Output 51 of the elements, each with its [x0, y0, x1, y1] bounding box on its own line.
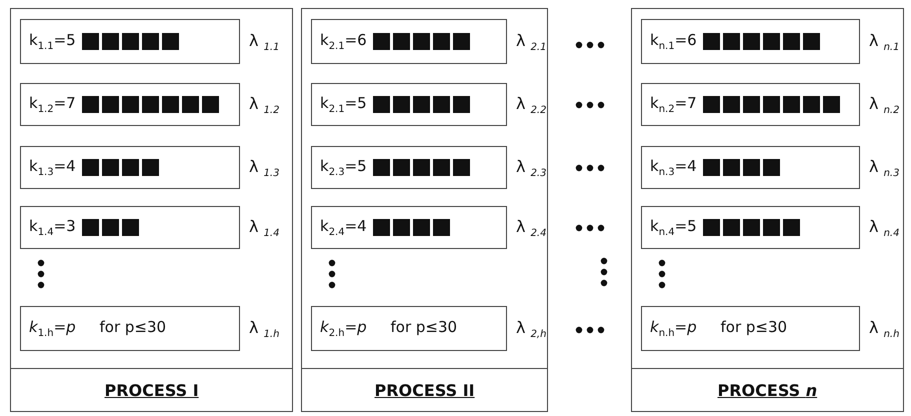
rate-label: λ $_{n.h}$ [869, 318, 900, 340]
step-label: k$_{2.4}$=4 [320, 217, 367, 238]
rate-label: λ $_{n.3}$ [869, 156, 900, 179]
process-step-box [641, 146, 860, 189]
step-label: k$_{2.1}$=5 [320, 94, 367, 115]
step-label: k$_{2.h}$=p for p≤30 [320, 318, 458, 339]
panel-title: PROCESS n [718, 380, 818, 400]
process-step-box [311, 83, 507, 126]
step-label: k$_{n.3}$=4 [650, 157, 697, 178]
step-label: k$_{2.1}$=6 [320, 31, 367, 52]
rate-label: λ $_{2.3}$ [516, 156, 546, 179]
process-step-box [20, 19, 240, 64]
rate-label: λ $_{n.2}$ [869, 94, 900, 116]
rate-label: λ $_{1.h}$ [249, 318, 280, 340]
process-step-box [641, 83, 860, 126]
step-label: k$_{n.1}$=6 [650, 31, 697, 52]
process-step-box [311, 206, 507, 249]
rate-label: λ $_{2.2}$ [516, 94, 546, 116]
process-step-box [20, 83, 240, 126]
step-label: k$_{n.2}$=7 [650, 94, 697, 115]
process-step-box [641, 306, 860, 351]
step-label: k$_{n.4}$=5 [650, 217, 697, 238]
panel-title: PROCESS I [104, 380, 199, 400]
rate-label: λ $_{2.4}$ [516, 216, 546, 239]
process-step-box [20, 206, 240, 249]
rate-label: λ $_{1.4}$ [249, 216, 280, 239]
process-panel [631, 8, 904, 412]
step-label: k$_{1.1}$=5 [29, 31, 76, 52]
rate-label: λ $_{2.1}$ [516, 30, 546, 53]
process-step-box [641, 206, 860, 249]
step-label: k$_{2.3}$=5 [320, 157, 367, 178]
process-step-box [641, 19, 860, 64]
process-step-box [311, 19, 507, 64]
step-label: k$_{n.h}$=p for p≤30 [650, 318, 788, 339]
process-step-box [20, 306, 240, 351]
rate-label: λ $_{1.3}$ [249, 156, 280, 179]
step-label: k$_{1.h}$=p for p≤30 [29, 318, 166, 339]
process-panel [10, 8, 293, 412]
step-label: k$_{1.4}$=3 [29, 217, 76, 238]
rate-label: λ $_{n.4}$ [869, 216, 900, 239]
rate-label: λ $_{1.1}$ [249, 30, 280, 53]
step-label: k$_{1.3}$=4 [29, 157, 76, 178]
process-step-box [20, 146, 240, 189]
panel-title: PROCESS II [374, 380, 475, 400]
process-step-box [311, 146, 507, 189]
process-step-box [311, 306, 507, 351]
rate-label: λ $_{2,h}$ [516, 318, 546, 340]
rate-label: λ $_{1.2}$ [249, 94, 280, 116]
step-label: k$_{1.2}$=7 [29, 94, 76, 115]
rate-label: λ $_{n.1}$ [869, 30, 900, 53]
process-panel [301, 8, 548, 412]
